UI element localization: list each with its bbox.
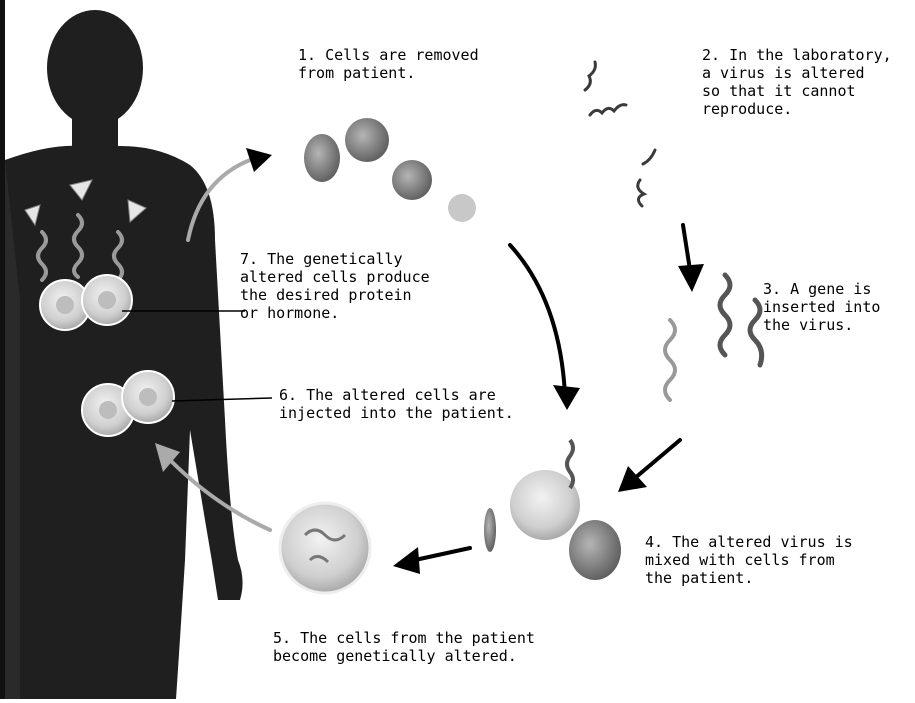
human-silhouette [5,10,243,699]
step-6-label: 6. The altered cells are injected into t… [279,386,514,422]
step-7-label: 7. The genetically altered cells produce… [240,250,430,322]
altered-cell [280,503,370,593]
arrow-heads [155,148,704,574]
gene-virus [665,275,762,400]
step-2-label: 2. In the laboratory, a virus is altered… [702,46,892,118]
left-border [0,0,5,699]
step-3-label: 3. A gene is inserted into the virus. [763,280,880,334]
mixing-cells [484,440,621,580]
step-5-label: 5. The cells from the patient become gen… [273,629,535,665]
step-4-label: 4. The altered virus is mixed with cells… [645,533,853,587]
process-arrows [170,160,690,560]
virus-strands [585,62,655,206]
removed-cells [304,118,476,222]
step-1-label: 1. Cells are removed from patient. [298,46,479,82]
